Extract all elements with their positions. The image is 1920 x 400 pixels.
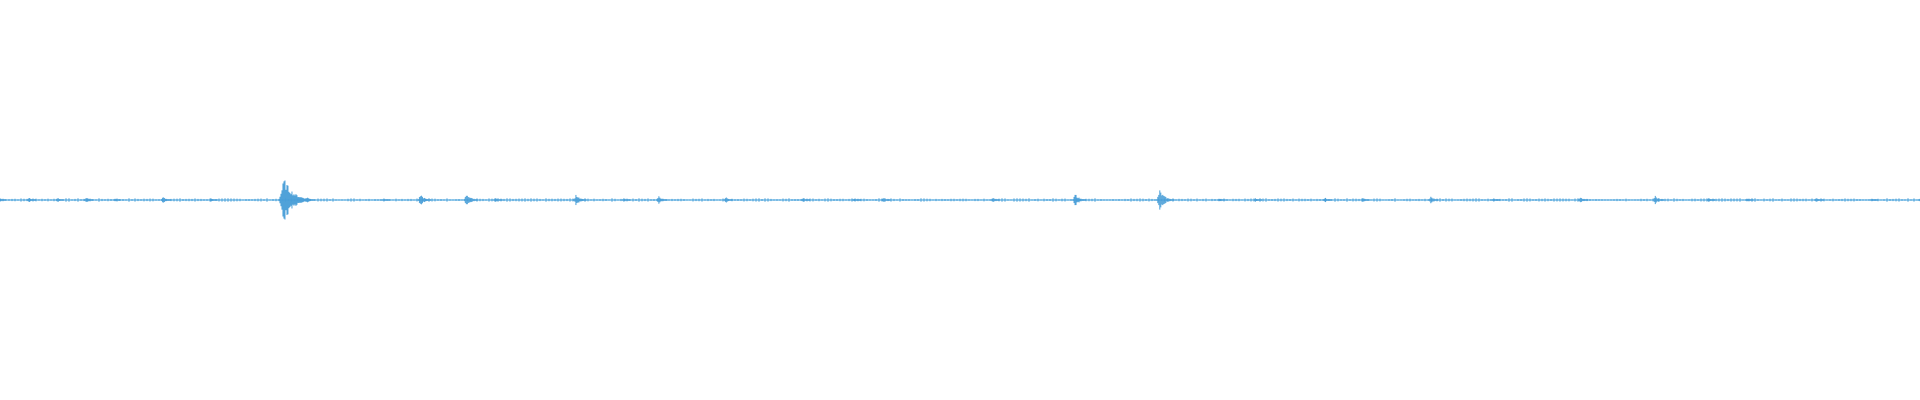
waveform-peaks — [0, 180, 1920, 220]
